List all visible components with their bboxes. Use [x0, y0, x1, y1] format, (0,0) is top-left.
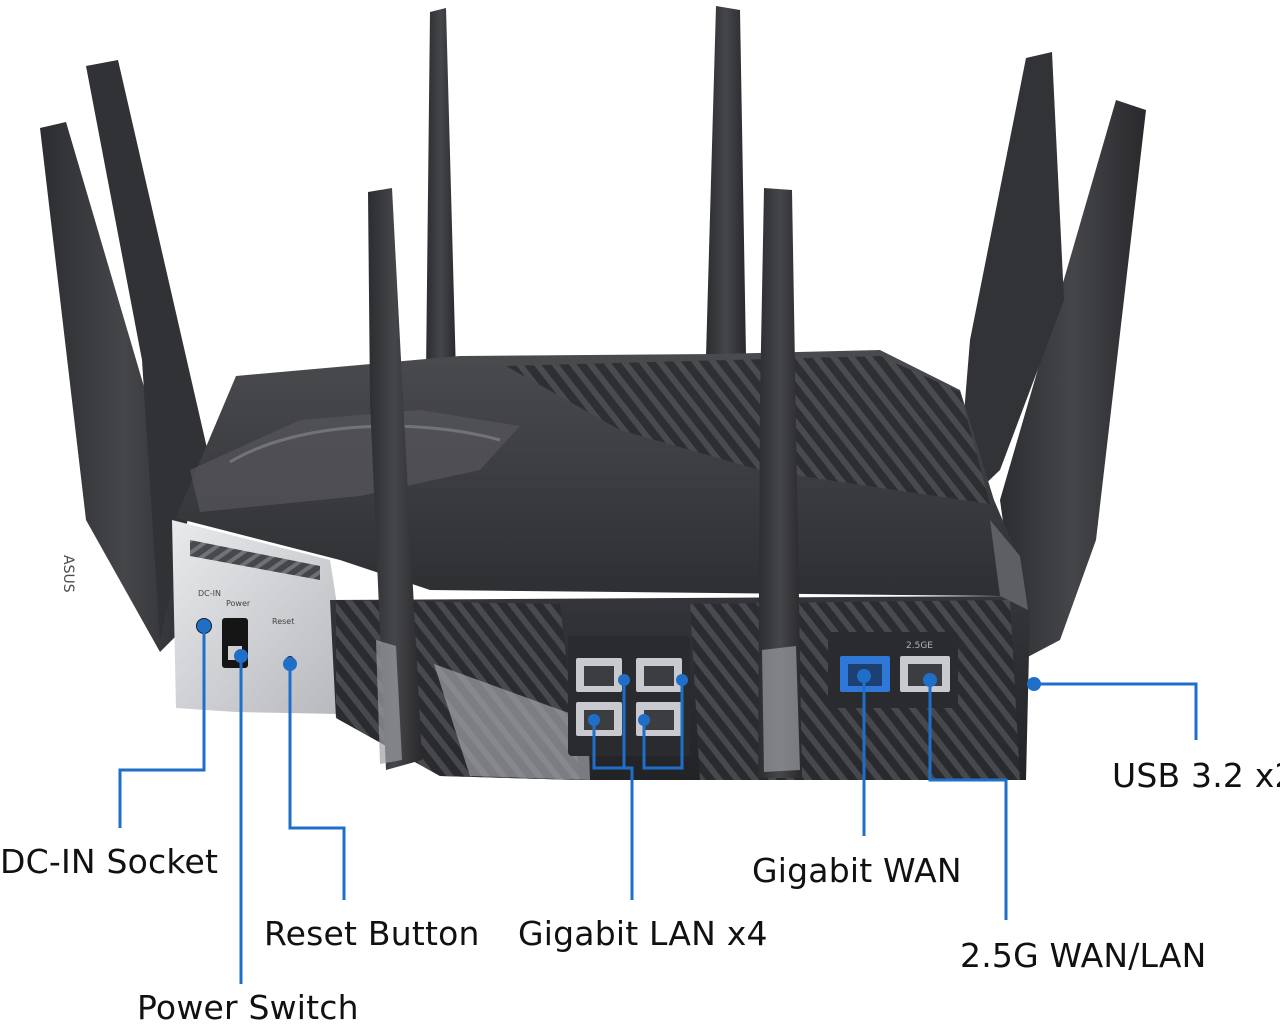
callout-line-dc-in	[118, 626, 206, 828]
dc-in-panel-label: DC-IN	[198, 589, 221, 598]
antenna-right-inner	[956, 52, 1064, 512]
callout-line-lan-b	[642, 680, 684, 770]
callout-line-usb	[1034, 682, 1198, 740]
callout-line-reset	[288, 664, 346, 900]
antenna-front-left	[368, 188, 422, 770]
antenna-back-right	[706, 6, 746, 356]
callout-usb: USB 3.2 x2	[1112, 756, 1280, 795]
callout-line-25g	[928, 680, 1008, 920]
antenna-back-left	[426, 8, 456, 374]
callout-dots	[197, 619, 1041, 726]
power-panel-label: Power	[226, 599, 251, 608]
callout-gigabit-lan: Gigabit LAN x4	[518, 914, 768, 953]
wan-ports: 2.5GE	[828, 632, 958, 708]
callout-reset-button: Reset Button	[264, 914, 480, 953]
callout-line-lan-a	[592, 720, 634, 900]
callout-dc-in-socket: DC-IN Socket	[0, 842, 219, 881]
antenna-left-inner	[86, 60, 212, 640]
callout-lines	[118, 626, 1198, 984]
brand-mark: ASUS	[60, 555, 76, 593]
reset-panel-label: Reset	[272, 617, 294, 626]
callout-2-5g-wan-lan: 2.5G WAN/LAN	[960, 936, 1207, 975]
antenna-right-outer	[1000, 100, 1146, 660]
gigabit-lan-ports	[568, 636, 690, 756]
callout-gigabit-wan: Gigabit WAN	[752, 851, 962, 890]
port-25g-panel-label: 2.5GE	[906, 641, 933, 651]
callout-power-switch: Power Switch	[137, 988, 359, 1027]
antenna-front-right	[758, 188, 802, 778]
